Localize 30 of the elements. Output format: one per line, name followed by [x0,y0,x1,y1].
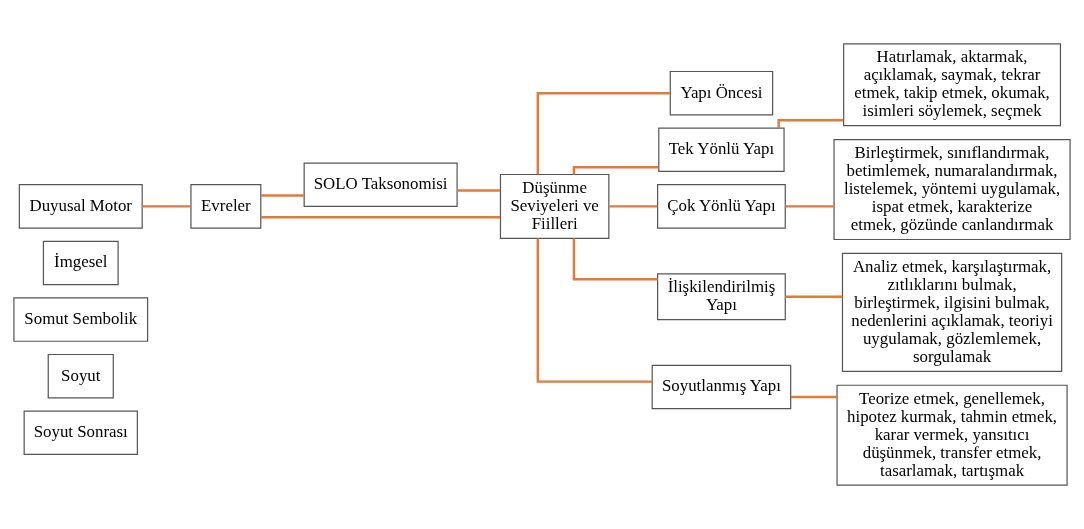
connector [536,238,652,383]
connector [142,205,191,208]
node-box: Evreler [190,184,262,229]
connector [790,395,838,399]
connector [777,119,844,129]
node-box: Çok Yönlü Yapı [657,184,786,229]
node-box: Tek Yönlü Yapı [658,127,785,173]
node-box: Birleştirmek, sınıflandırmak, betimlemek, numaralandırmak, listelemek, yöntemi uygulamak, ispat etmek, karakterize etmek, gözünde canlandırmak [833,138,1071,241]
node-box: İmgesel [42,240,119,286]
node-box: Teorize etmek, genellemek, hipotez kurmak, tahmin etmek, karar vermek, yansıtıcı düşünmek, transfer etmek, tasarlamak, tartışmak [836,384,1068,486]
connector [785,205,834,208]
connector [261,216,501,219]
node-box: İlişkilendirilmiş Yapı [657,273,786,321]
node-box: Düşünme Seviyeleri ve Fiilleri [499,173,610,239]
node-box: Somut Sembolik [13,297,149,342]
node-box: Soyut Sonrası [23,410,138,456]
connector [572,166,659,175]
connector [536,92,670,175]
node-box: Yapı Öncesi [669,70,774,116]
connector [785,295,843,298]
node-box: Soyutlanmış Yapı [651,364,792,410]
node-box: Soyut [47,353,114,399]
connector [457,189,501,192]
connector [261,194,304,197]
node-box: Hatırlamak, aktarmak, açıklamak, saymak, tekrar etmek, takip etmek, okumak, isimleri söylemek, seçmek [843,43,1062,127]
node-box: Analiz etmek, karşılaştırmak, zıtlıklarını bulmak, birleştirmek, ilgisini bulmak, nedenlerini açıklamak, teoriyi uygulamak, gözlemlemek, sorgulamak [841,252,1063,372]
connector [609,205,658,208]
node-box: Duyusal Motor [18,184,143,229]
node-box: SOLO Taksonomisi [303,162,458,207]
connector [572,238,658,281]
